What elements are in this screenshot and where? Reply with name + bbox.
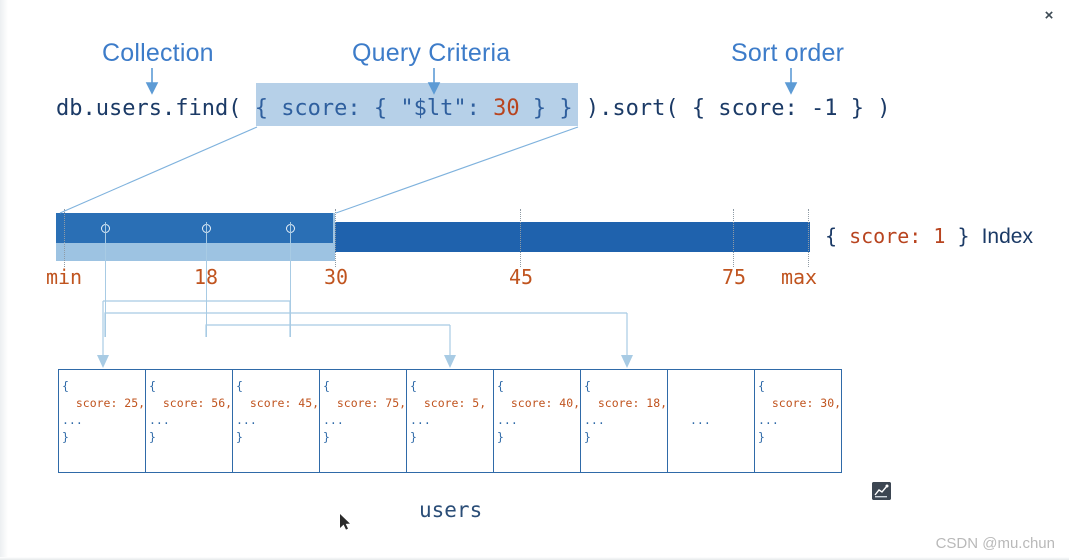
- annotation-arrow-collection: [145, 68, 159, 95]
- funnel-connector: [59, 126, 579, 214]
- axis-label-min: min: [45, 265, 83, 289]
- document-cell[interactable]: { score: 45, ... }: [233, 370, 320, 472]
- query-criteria-field: score: {: [281, 96, 401, 121]
- document-cell-body: { score: 40, ... }: [497, 379, 581, 444]
- query-criteria-close: } }: [519, 96, 573, 121]
- query-criteria-value: 30: [493, 96, 520, 121]
- document-cell-body: { score: 30, ... }: [758, 379, 841, 444]
- document-cell-body: { score: 25, ... }: [62, 379, 146, 444]
- axis-label-30: 30: [323, 265, 349, 289]
- annotation-query-criteria: Query Criteria: [352, 39, 511, 67]
- document-cell-ellipsis[interactable]: ...: [668, 370, 755, 472]
- collection-caption: users: [419, 498, 483, 522]
- mouse-cursor-icon: [340, 514, 350, 530]
- document-cell[interactable]: { score: 75, ... }: [320, 370, 407, 472]
- axis-label-max: max: [780, 265, 818, 289]
- document-arrowheads: [97, 355, 633, 368]
- document-cell[interactable]: { score: 5, ... }: [407, 370, 494, 472]
- document-cell-body: { score: 5, ... }: [410, 379, 487, 444]
- index-bar-selected-range: [56, 213, 335, 261]
- index-caption-brace-open: {: [825, 224, 850, 248]
- marker-leader-line: [206, 222, 207, 337]
- index-caption: { score: 1 } Index: [825, 224, 1033, 249]
- annotation-arrow-sort: [784, 68, 798, 95]
- document-cell[interactable]: { score: 25, ... }: [59, 370, 146, 472]
- index-caption-value: 1: [933, 224, 946, 248]
- query-criteria-highlight: [256, 83, 578, 126]
- chart-thumbnail-icon[interactable]: [872, 482, 891, 500]
- annotation-sort-order: Sort order: [731, 39, 845, 67]
- query-prefix: db.users.find(: [56, 96, 255, 121]
- query-suffix: ).sort( { score: -1 } ): [572, 96, 891, 121]
- axis-label-45: 45: [508, 265, 534, 289]
- document-arrow-stems: [102, 301, 628, 358]
- documents-row: { score: 25, ... } { score: 56, ... } { …: [58, 369, 842, 473]
- index-caption-field: score:: [849, 224, 934, 248]
- document-cell-body: ...: [690, 413, 711, 427]
- axis-tick-75: [733, 209, 734, 267]
- axis-label-75: 75: [721, 265, 747, 289]
- axis-tick-min: [64, 209, 65, 267]
- index-caption-brace-close: }: [945, 224, 970, 248]
- watermark: CSDN @mu.chun: [935, 535, 1055, 552]
- index-bar: [56, 209, 810, 337]
- query-criteria-operator: "$lt":: [400, 96, 494, 121]
- marker-leader-line: [105, 222, 106, 337]
- document-cell[interactable]: { score: 40, ... }: [494, 370, 581, 472]
- document-cell-body: { score: 18, ... }: [584, 379, 668, 444]
- query-criteria-open: {: [254, 96, 282, 121]
- annotation-collection: Collection: [102, 39, 214, 67]
- document-cell[interactable]: { score: 56, ... }: [146, 370, 233, 472]
- axis-tick-max: [808, 209, 809, 267]
- document-cell[interactable]: { score: 18, ... }: [581, 370, 668, 472]
- axis-tick-45: [520, 209, 521, 267]
- axis-tick-30: [335, 209, 336, 267]
- document-cell-body: { score: 45, ... }: [236, 379, 320, 444]
- document-cell-body: { score: 75, ... }: [323, 379, 407, 444]
- marker-leader-line: [290, 222, 291, 337]
- document-cell[interactable]: { score: 30, ... }: [755, 370, 841, 472]
- query-statement: db.users.find( { score: { "$lt": 30 } } …: [56, 96, 891, 121]
- document-cell-body: { score: 56, ... }: [149, 379, 233, 444]
- axis-label-18: 18: [193, 265, 219, 289]
- marker-to-document-connectors: [103, 300, 627, 337]
- close-icon[interactable]: ×: [1044, 7, 1054, 24]
- index-caption-word: Index: [981, 225, 1033, 248]
